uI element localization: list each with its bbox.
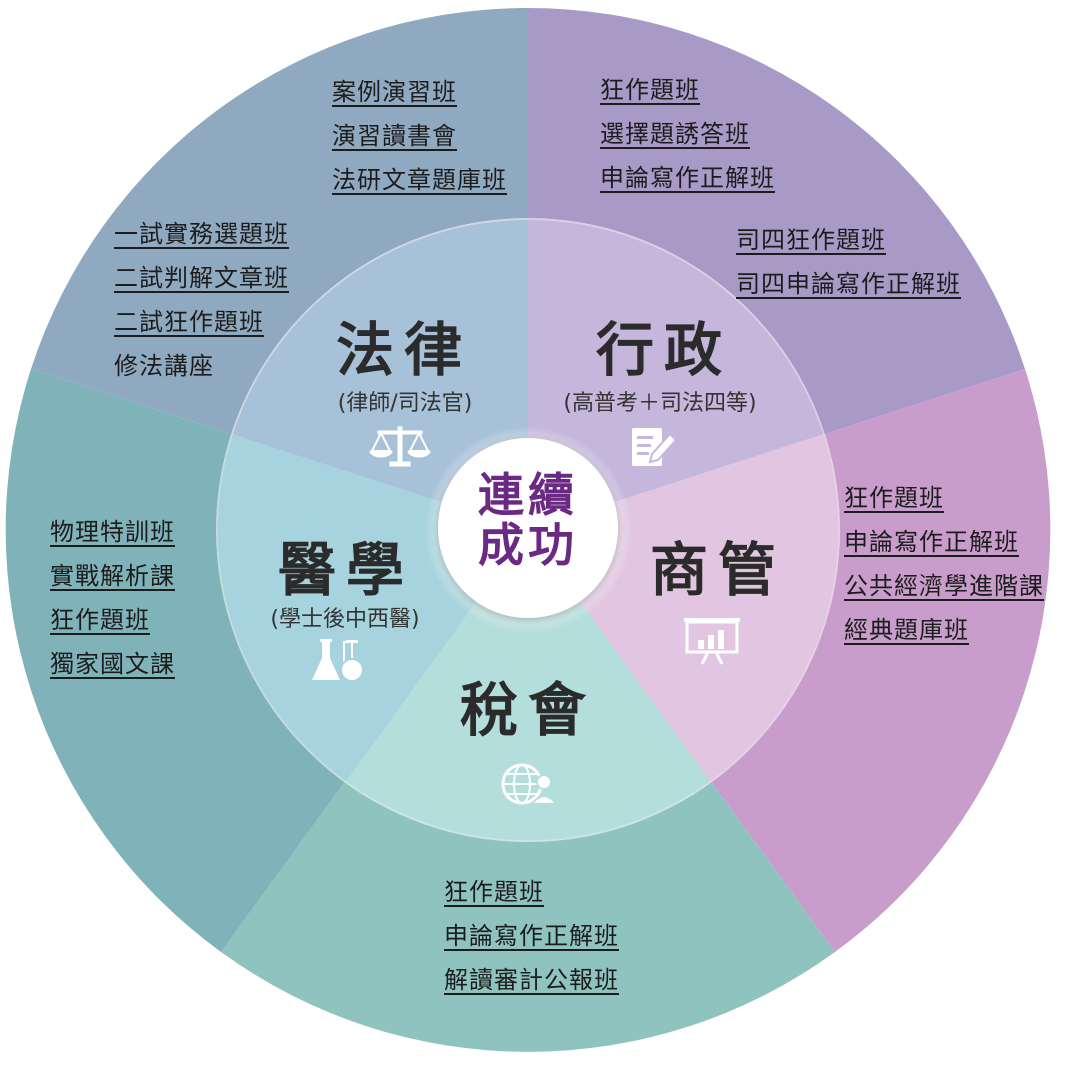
law-course-list-left: 一試實務選題班 二試判解文章班 二試狂作題班 修法講座 [114, 212, 289, 388]
business-course-list: 狂作題班 申論寫作正解班 公共經濟學進階課 經典題庫班 [844, 476, 1044, 652]
law-inner-sector [233, 219, 528, 530]
admin-course-link[interactable]: 司四狂作題班 [736, 226, 886, 254]
admin-inner-sector [528, 219, 823, 530]
admin-course-list-right: 司四狂作題班 司四申論寫作正解班 [736, 218, 961, 306]
medicine-course-link[interactable]: 物理特訓班 [50, 518, 175, 546]
center-title-line2: 成功 [478, 518, 578, 572]
law-course-link[interactable]: 二試狂作題班 [114, 308, 264, 336]
tax-course-link[interactable]: 解讀審計公報班 [444, 966, 619, 994]
admin-course-link[interactable]: 申論寫作正解班 [600, 164, 775, 192]
law-course-link[interactable]: 一試實務選題班 [114, 220, 289, 248]
presentation-chart-icon [684, 618, 740, 665]
admin-course-link[interactable]: 司四申論寫作正解班 [736, 270, 961, 298]
scales-icon [369, 426, 431, 467]
business-course-link[interactable]: 公共經濟學進階課 [844, 572, 1044, 600]
tax-course-link[interactable]: 狂作題班 [444, 878, 544, 906]
center-circle [438, 438, 618, 618]
law-title: 法律 [336, 316, 473, 384]
medicine-course-link[interactable]: 獨家國文課 [50, 650, 175, 678]
lab-flask-icon [312, 639, 364, 682]
medicine-course-list: 物理特訓班 實戰解析課 狂作題班 獨家國文課 [50, 510, 175, 686]
law-course-link[interactable]: 案例演習班 [332, 78, 457, 106]
law-course-link[interactable]: 演習讀書會 [332, 122, 457, 150]
medicine-title: 醫學 [278, 536, 415, 604]
center-title: 連續 成功 [438, 470, 618, 570]
medicine-course-link[interactable]: 狂作題班 [50, 606, 150, 634]
law-course-link[interactable]: 二試判解文章班 [114, 264, 289, 292]
admin-course-link[interactable]: 選擇題誘答班 [600, 120, 750, 148]
law-course-list-top: 案例演習班 演習讀書會 法研文章題庫班 [332, 70, 507, 202]
center-title-line1: 連續 [478, 468, 578, 522]
tax-title: 稅會 [460, 676, 597, 744]
law-course-text: 修法講座 [114, 352, 214, 380]
admin-title: 行政 [596, 316, 733, 384]
law-course-link[interactable]: 法研文章題庫班 [332, 166, 507, 194]
admin-course-link[interactable]: 狂作題班 [600, 76, 700, 104]
tax-course-list: 狂作題班 申論寫作正解班 解讀審計公報班 [444, 870, 619, 1002]
globe-user-icon [501, 763, 559, 805]
tax-course-link[interactable]: 申論寫作正解班 [444, 922, 619, 950]
admin-course-list-top: 狂作題班 選擇題誘答班 申論寫作正解班 [600, 68, 775, 200]
admin-subtitle: (高普考＋司法四等) [563, 391, 757, 416]
business-course-link[interactable]: 狂作題班 [844, 484, 944, 512]
business-course-link[interactable]: 申論寫作正解班 [844, 528, 1019, 556]
medicine-course-link[interactable]: 實戰解析課 [50, 562, 175, 590]
document-edit-icon [632, 428, 678, 466]
law-subtitle: (律師/司法官) [337, 391, 473, 416]
tax-inner-sector [346, 530, 710, 841]
medicine-subtitle: (學士後中西醫) [270, 607, 420, 632]
business-title: 商管 [650, 536, 787, 604]
business-course-link[interactable]: 經典題庫班 [844, 616, 969, 644]
